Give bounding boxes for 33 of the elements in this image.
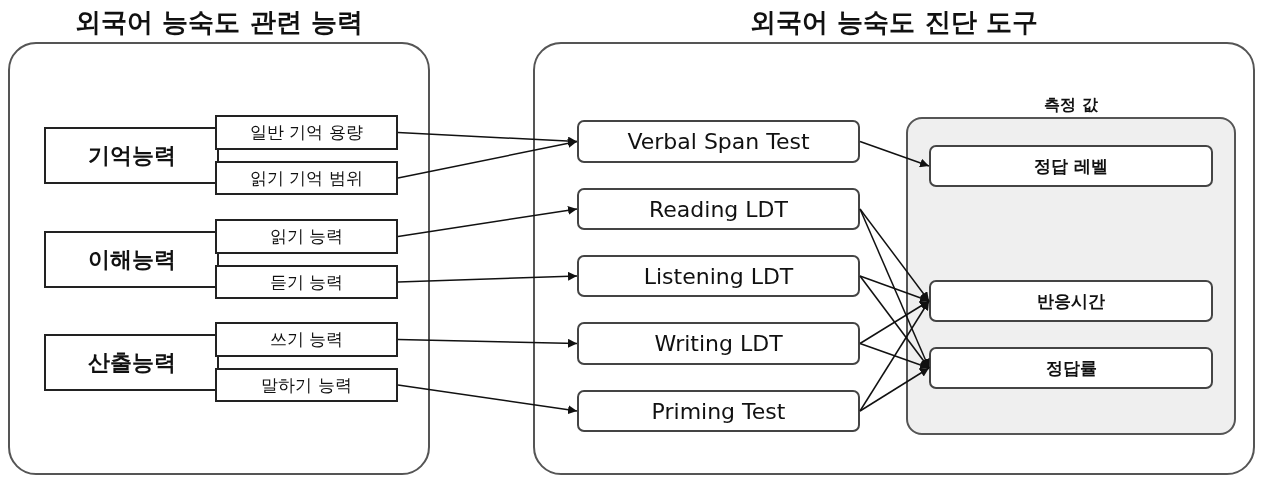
test-box: Writing LDT bbox=[577, 322, 860, 365]
arrow bbox=[397, 384, 578, 415]
ability-box: 기억능력 bbox=[44, 127, 219, 184]
arrow bbox=[859, 275, 930, 303]
arrow bbox=[859, 208, 930, 302]
group-heading: 외국어 능숙도 관련 능력 bbox=[74, 6, 364, 39]
group-heading: 측정 값 bbox=[1043, 94, 1099, 116]
arrow bbox=[859, 300, 930, 412]
test-box: Listening LDT bbox=[577, 255, 860, 297]
measure-box: 반응시간 bbox=[929, 280, 1213, 322]
test-box: Priming Test bbox=[577, 390, 860, 432]
group-heading: 외국어 능숙도 진단 도구 bbox=[749, 6, 1039, 39]
sub-ability-box: 일반 기억 용량 bbox=[215, 115, 398, 150]
test-box: Verbal Span Test bbox=[577, 120, 860, 163]
arrow bbox=[859, 275, 930, 369]
sub-ability-box: 쓰기 능력 bbox=[215, 322, 398, 357]
test-box: Reading LDT bbox=[577, 188, 860, 230]
arrow bbox=[397, 138, 578, 179]
ability-box: 산출능력 bbox=[44, 334, 219, 391]
arrow bbox=[397, 205, 578, 238]
arrow bbox=[859, 342, 930, 370]
sub-ability-box: 말하기 능력 bbox=[215, 368, 398, 402]
measure-box: 정답률 bbox=[929, 347, 1213, 389]
measure-box: 정답 레벨 bbox=[929, 145, 1213, 187]
sub-ability-box: 읽기 능력 bbox=[215, 219, 398, 254]
arrow bbox=[859, 140, 930, 168]
ability-box: 이해능력 bbox=[44, 231, 219, 288]
sub-ability-box: 듣기 능력 bbox=[215, 265, 398, 299]
arrow bbox=[397, 338, 578, 348]
arrow bbox=[859, 300, 930, 345]
arrow bbox=[397, 271, 578, 283]
arrow bbox=[859, 367, 930, 412]
sub-ability-box: 읽기 기억 범위 bbox=[215, 161, 398, 195]
